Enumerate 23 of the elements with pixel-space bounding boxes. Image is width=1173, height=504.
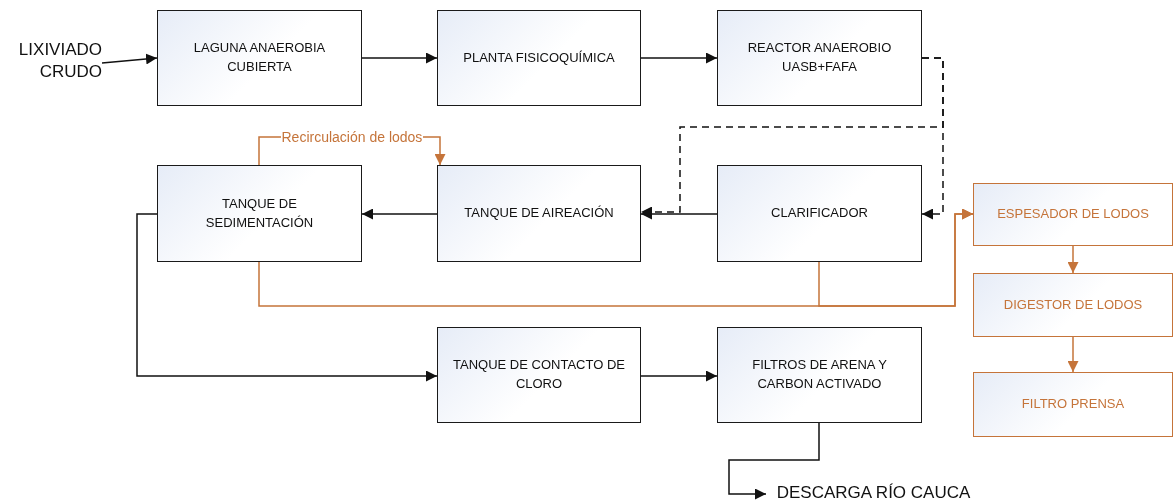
process-box: REACTOR ANAEROBIO UASB+FAFA	[717, 10, 922, 106]
sludge-process-box: FILTRO PRENSA	[973, 372, 1173, 437]
process-box: CLARIFICADOR	[717, 165, 922, 262]
arrow	[818, 208, 974, 307]
arrow	[728, 422, 820, 500]
arrow	[361, 52, 438, 64]
process-box: LAGUNA ANAEROBIA CUBIERTA	[157, 10, 362, 106]
process-box: PLANTA FISICOQUÍMICA	[437, 10, 641, 106]
process-box: FILTROS DE ARENA Y CARBON ACTIVADO	[717, 327, 922, 423]
arrow	[361, 208, 438, 220]
process-box: TANQUE DE SEDIMENTACIÓN	[157, 165, 362, 262]
sludge-process-box: ESPESADOR DE LODOS	[973, 183, 1173, 246]
arrow	[101, 53, 158, 65]
arrow	[1067, 336, 1079, 373]
flow-label: LIXIVIADO CRUDO	[10, 36, 102, 86]
arrow	[640, 370, 718, 382]
process-box: TANQUE DE AIREACIÓN	[437, 165, 641, 262]
arrow	[1067, 245, 1079, 274]
process-box: TANQUE DE CONTACTO DE CLORO	[437, 327, 641, 423]
sludge-process-box: DIGESTOR DE LODOS	[973, 273, 1173, 337]
arrow	[136, 213, 438, 382]
flow-label: DESCARGA RÍO CAUCA	[766, 482, 981, 504]
arrow	[640, 52, 718, 64]
